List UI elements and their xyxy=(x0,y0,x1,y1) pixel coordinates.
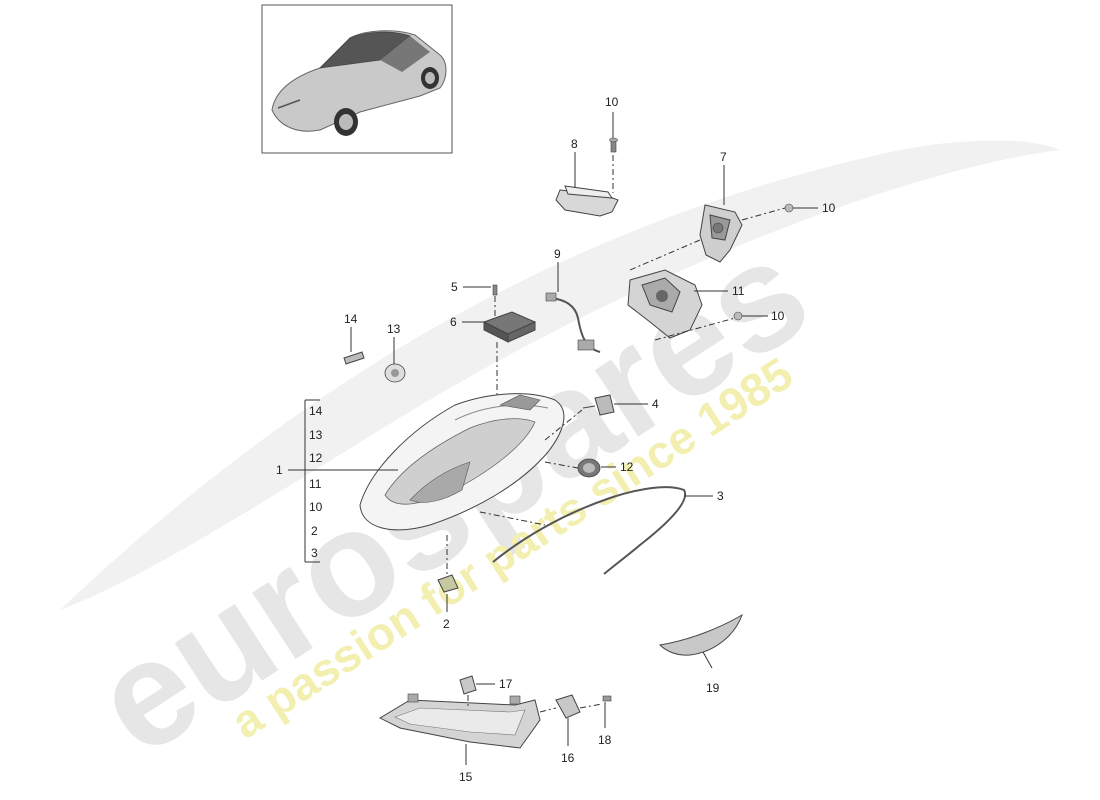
part-8-control-unit[interactable] xyxy=(555,185,619,217)
part-6-ballast[interactable] xyxy=(482,311,537,343)
part-17-grommet[interactable] xyxy=(459,675,477,695)
bracket-item: 3 xyxy=(311,546,318,560)
callout-1: 1 xyxy=(276,463,283,477)
callout-9: 9 xyxy=(554,247,561,261)
callout-2: 2 xyxy=(443,617,450,631)
callout-labels: 10 8 7 10 9 5 11 6 10 14 13 4 12 1 3 2 1… xyxy=(276,95,836,784)
callout-12: 12 xyxy=(620,460,634,474)
part-1-headlamp[interactable] xyxy=(359,393,565,531)
callout-10-top: 10 xyxy=(605,95,619,109)
part-11-housing[interactable] xyxy=(627,269,703,339)
callout-13: 13 xyxy=(387,322,401,336)
part-18-screw[interactable] xyxy=(602,695,612,702)
part-7-bracket[interactable] xyxy=(699,204,743,263)
part-14-clip[interactable] xyxy=(343,351,365,365)
part-4-connector[interactable] xyxy=(582,394,615,416)
watermark: eurospares a passion for parts since 198… xyxy=(60,140,1060,787)
callout-6: 6 xyxy=(450,315,457,329)
car-thumbnail-icon xyxy=(271,30,447,136)
callout-16: 16 xyxy=(561,751,575,765)
part-10-nut-upper[interactable] xyxy=(784,203,794,213)
part-5-screw[interactable] xyxy=(492,284,498,296)
callout-10-right-lower: 10 xyxy=(771,309,785,323)
part-10-screw[interactable] xyxy=(609,137,618,153)
bracket-item: 12 xyxy=(309,451,323,465)
bracket-item: 10 xyxy=(309,500,323,514)
part-16-socket[interactable] xyxy=(555,694,581,719)
part-9-cable[interactable] xyxy=(545,292,601,353)
callout-18: 18 xyxy=(598,733,612,747)
part-3-seal[interactable] xyxy=(492,486,687,575)
part-12-cap[interactable] xyxy=(577,458,601,478)
callout-8: 8 xyxy=(571,137,578,151)
part-2-clip[interactable] xyxy=(437,574,459,593)
car-thumbnail xyxy=(261,4,453,154)
bracket-item: 11 xyxy=(309,477,322,491)
callout-7: 7 xyxy=(720,150,727,164)
part-13-grommet[interactable] xyxy=(384,363,406,383)
part-19-trim[interactable] xyxy=(658,613,743,656)
leader-lines xyxy=(288,112,818,765)
callout-14: 14 xyxy=(344,312,358,326)
callout-5: 5 xyxy=(451,280,458,294)
part-1-bracket-list: 14 13 12 11 10 2 3 xyxy=(309,404,323,560)
bracket-item: 14 xyxy=(309,404,323,418)
callout-10-right-upper: 10 xyxy=(822,201,836,215)
callout-11: 11 xyxy=(732,284,745,298)
part-10-nut-lower[interactable] xyxy=(733,311,743,321)
callout-4: 4 xyxy=(652,397,659,411)
callout-19: 19 xyxy=(706,681,720,695)
bracket-item: 2 xyxy=(311,524,318,538)
callout-17: 17 xyxy=(499,677,513,691)
callout-3: 3 xyxy=(717,489,724,503)
bracket-item: 13 xyxy=(309,428,323,442)
part-15-indicator[interactable] xyxy=(378,693,541,749)
callout-15: 15 xyxy=(459,770,473,784)
